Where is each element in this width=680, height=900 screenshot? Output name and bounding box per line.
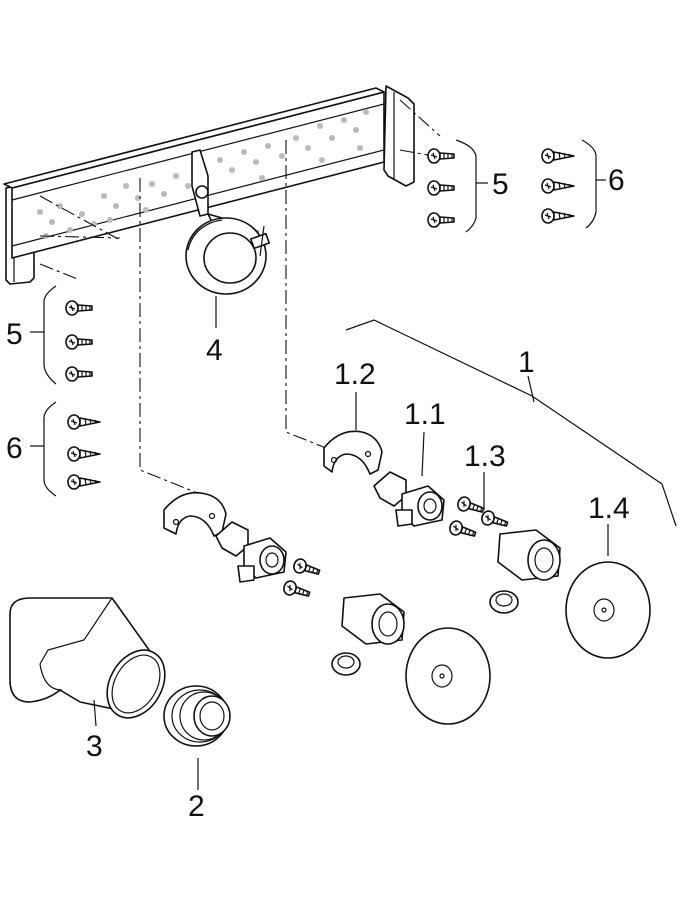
label-spout: 3 — [86, 730, 103, 763]
extension-sleeve-left — [341, 593, 405, 645]
projection-line-b — [39, 235, 121, 239]
plug-left — [331, 652, 361, 676]
mounting-plate-right — [323, 430, 383, 475]
bracket-bolts-right — [455, 139, 477, 233]
leader-spout — [93, 699, 97, 727]
label-rosette: 1.4 — [588, 492, 630, 525]
label-bolts-left: 5 — [6, 318, 23, 351]
projection-line-d — [399, 99, 441, 137]
leader-elbow — [421, 431, 425, 477]
label-kit: 1 — [518, 346, 535, 379]
plug-right — [489, 590, 519, 614]
label-sleeve: 2 — [188, 790, 205, 823]
wood-screw-group-right — [541, 148, 575, 224]
mounting-plate-left — [163, 491, 227, 537]
bracket-screws-right — [581, 139, 597, 229]
spout — [9, 597, 166, 719]
small-screws-left — [281, 556, 322, 602]
label-bolts-right: 5 — [492, 168, 509, 201]
label-wood-screws-right: 6 — [608, 164, 625, 197]
wood-screw-group-left — [67, 414, 101, 490]
pipe-clamp — [185, 149, 271, 295]
label-plate: 1.2 — [334, 358, 376, 391]
wall-elbow-left — [215, 521, 287, 583]
rosette-left — [405, 627, 491, 725]
wall-sleeve — [163, 685, 231, 747]
bolt-group-left — [65, 300, 93, 382]
rosette-right — [565, 561, 651, 659]
label-screws: 1.3 — [464, 440, 506, 473]
bracket-bolts-left — [43, 285, 57, 385]
projection-line-a — [39, 195, 121, 241]
label-clamp: 4 — [206, 334, 223, 367]
bolt-group-right — [427, 148, 455, 228]
centerline-left — [139, 178, 201, 495]
projection-line-c — [39, 263, 81, 281]
wall-elbow-right — [373, 471, 445, 527]
centerline-right — [285, 140, 337, 453]
label-elbow: 1.1 — [404, 398, 446, 431]
leader-kit — [527, 375, 535, 403]
extension-sleeve-right — [497, 529, 561, 581]
bracket-screws-left — [43, 401, 57, 497]
label-wood-screws-left: 6 — [6, 432, 23, 465]
